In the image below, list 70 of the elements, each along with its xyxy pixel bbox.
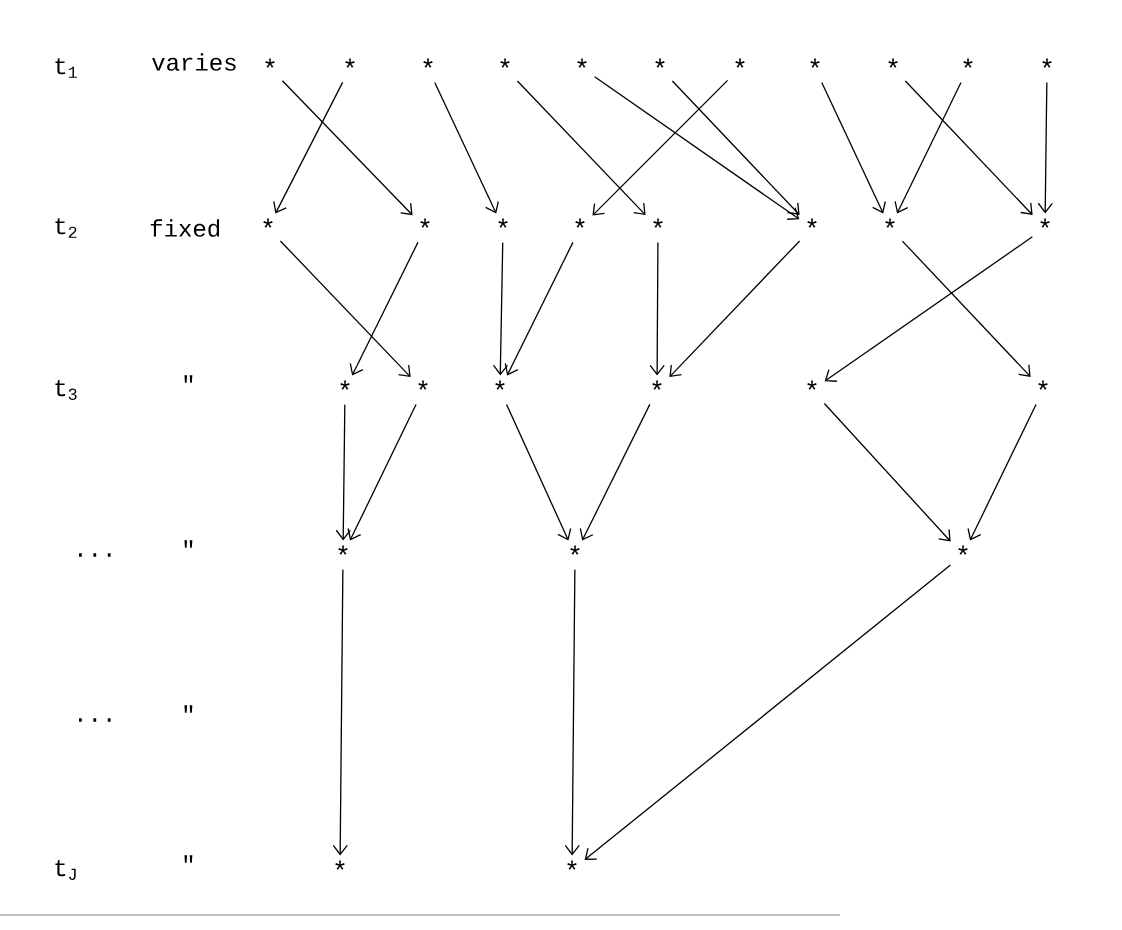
star-point: * [345,58,355,68]
star-point: * [575,218,585,228]
arrow [332,568,348,856]
arrow [505,403,572,541]
star-point: * [958,545,968,555]
arrow [894,81,962,214]
star-point: * [653,218,663,228]
star-point: * [1038,380,1048,390]
arrow [671,80,800,215]
row-label: " [184,705,193,713]
row-label: varies [152,53,236,71]
arrow [273,81,344,214]
star-point: * [735,58,745,68]
star-point: * [807,218,817,228]
star-point: * [1040,218,1050,228]
arrow [967,403,1037,541]
arrow [901,240,1031,377]
row-label: fixed [150,219,220,237]
arrow [821,81,886,214]
star-point: * [418,380,428,390]
star-point: * [885,218,895,228]
star-point: * [810,58,820,68]
arrow [579,403,651,541]
arrow [504,241,574,376]
arrow [649,241,665,376]
star-point: * [963,58,973,68]
star-point: * [423,58,433,68]
star-point: * [1042,58,1052,68]
star-point: * [338,545,348,555]
arrow [281,80,413,216]
arrow [516,80,646,216]
arrow [1037,81,1053,214]
star-point: * [807,380,817,390]
arrow [335,403,351,541]
star-point: * [340,380,350,390]
row-label: " [184,855,193,863]
arrow [347,403,417,541]
star-point: * [335,860,345,870]
star-point: * [495,380,505,390]
arrow [824,236,1033,382]
star-point: * [655,58,665,68]
star-point: * [570,545,580,555]
arrow [492,241,509,376]
arrow [823,402,951,542]
star-point: * [652,380,662,390]
row-label: ... [79,718,111,722]
row-label: " [184,540,193,548]
star-point: * [263,218,273,228]
arrow [349,241,419,376]
row-label: t$_{2}$ [55,218,77,238]
arrow [669,240,801,378]
arrow [904,80,1033,215]
arrow [594,76,800,220]
star-point: * [498,218,508,228]
star-point: * [265,58,275,68]
row-label: t$_{J}$ [55,860,76,880]
row-label: t$_{1}$ [55,58,77,78]
arrow [434,81,499,214]
star-point: * [420,218,430,228]
arrow [564,568,580,856]
star-point: * [888,58,898,68]
arrow [592,79,729,216]
star-point: * [577,58,587,68]
row-label: ... [79,553,111,557]
arrow [584,564,952,860]
row-label: t$_{3}$ [55,380,77,400]
arrow [279,240,411,378]
row-label: " [184,375,193,383]
star-point: * [567,860,577,870]
star-point: * [500,58,510,68]
